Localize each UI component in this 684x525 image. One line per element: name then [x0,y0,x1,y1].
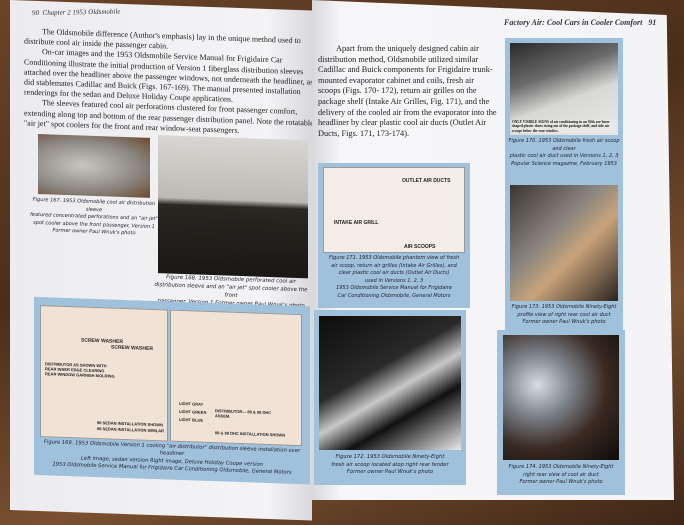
text-line: right rear view of cool air duct [523,471,599,478]
text-line: plastic cool air duct used in Versions 1… [509,153,619,159]
fig173-caption: Figure 173. 1953 Oldsmobile Ninety-Eight… [505,304,623,327]
right-running-head: Factory Air: Cool Cars in Cooler Comfort… [504,18,656,27]
left-body-text: The Oldsmobile difference (Author's emph… [24,26,314,138]
text-line: DISTRIBUTOR— 88 & 98 DHC ASSEM. [215,408,272,419]
fig174-box: Figure 174. 1953 Oldsmobile Ninety-Eight… [497,330,625,495]
text-line: Figure 172. 1953 Oldsmobile Ninety-Eight [335,454,445,460]
fig173-box: Figure 173. 1953 Oldsmobile Ninety-Eight… [505,180,623,330]
text-line: Car Conditioning Oldsmobile, General Mot… [337,292,451,299]
left-running-head: 90 Chapter 2 1953 Oldsmobile [32,8,121,18]
text-line: LIGHT GREEN [179,408,207,415]
fig172-caption: Figure 172. 1953 Oldsmobile Ninety-Eight… [314,454,466,477]
text-line: Figure 170. 1953 Oldsmobile fresh air sc… [508,138,620,152]
fig172-photo [319,316,461,450]
text-line: DISTRIBUTOR AS SHOWN WITH REAR INNER EDG… [45,361,115,379]
fig171-drawing: OUTLET AIR DUCTS INTAKE AIR GRILL AIR SC… [323,167,465,253]
text-line: Former owner Paul Wnuk's photo [522,319,606,325]
fig167-photo [38,133,150,198]
text-line: Figure 174. 1953 Oldsmobile Ninety-Eight [508,464,614,470]
running-head: Factory Air: Cool Cars in Cooler Comfort [504,18,643,27]
fig170-caption: Figure 170. 1953 Oldsmobile fresh air sc… [505,138,623,168]
text-line: 88 SEDAN INSTALLATION SIMILAR [97,426,164,434]
right-page: Factory Air: Cool Cars in Cooler Comfort… [312,0,674,500]
fig171-caption: Figure 171. 1953 Oldsmobile phantom view… [318,255,470,301]
text-line: Former owner Paul Wnuk's photo [519,479,603,485]
text-line: OUTLET AIR DUCTS [402,178,451,184]
left-page: 90 Chapter 2 1953 Oldsmobile The Oldsmob… [10,0,314,521]
fig169-dhc-drawing: LIGHT GRAY LIGHT GREEN LIGHT BLUE DISTRI… [170,309,302,447]
text-line: LIGHT BLUE [179,416,203,423]
paragraph: Apart from the uniquely designed cabin a… [318,44,497,138]
page-number: 90 [31,8,40,18]
fig174-photo [503,335,619,460]
fig174-caption: Figure 174. 1953 Oldsmobile Ninety-Eight… [497,464,625,487]
text-line: AIR SCOOPS [404,244,436,250]
text-line: LIGHT GRAY [179,400,204,407]
fig170-photo: ONLY VISIBLE SIGNS of air conditioning i… [510,43,618,135]
page-number: 91 [648,18,657,27]
text-line: SCREW WASHER [111,344,153,352]
fig171-box: OUTLET AIR DUCTS INTAKE AIR GRILL AIR SC… [318,163,470,308]
fig172-box: Figure 172. 1953 Oldsmobile Ninety-Eight… [314,310,466,485]
fig173-photo [510,185,618,301]
fig167-caption: Figure 167. 1953 Oldsmobile cool air dis… [30,197,158,239]
text-line: 1953 Oldsmobile Service Manual for Frigi… [336,285,452,292]
text-line: used in Versions 1, 2, 3 [364,277,424,284]
running-head: Chapter 2 1953 Oldsmobile [42,7,121,17]
text-line: air scoop, return air grilles (Intake Ai… [331,262,457,269]
right-body-text: Apart from the uniquely designed cabin a… [318,44,498,139]
text-line: 88 & 98 DHC INSTALLATION SHOWN [215,430,286,438]
text-line: profile view of right rear cool air duct [517,311,611,318]
text-line: INTAKE AIR GRILL [334,220,379,226]
fig170-inset-text: ONLY VISIBLE SIGNS of air conditioning i… [512,119,616,133]
text-line: Former owner Paul Wnuk's photo [346,469,434,476]
text-line: Figure 171. 1953 Oldsmobile phantom view… [328,255,460,261]
fig168-photo [158,135,308,279]
text-line: Popular Science magazine, February 1953 [511,160,617,167]
fig169-box: SCREW WASHER SCREW WASHER DISTRIBUTOR AS… [34,296,310,485]
text-line: Figure 173. 1953 Oldsmobile Ninety-Eight [511,304,617,310]
text-line: clear plastic cool air ducts (Outlet Air… [338,270,450,277]
fig170-box: ONLY VISIBLE SIGNS of air conditioning i… [505,38,623,180]
fig169-sedan-drawing: SCREW WASHER SCREW WASHER DISTRIBUTOR AS… [40,305,168,442]
text-line: fresh air scoop located atop right rear … [331,461,449,468]
